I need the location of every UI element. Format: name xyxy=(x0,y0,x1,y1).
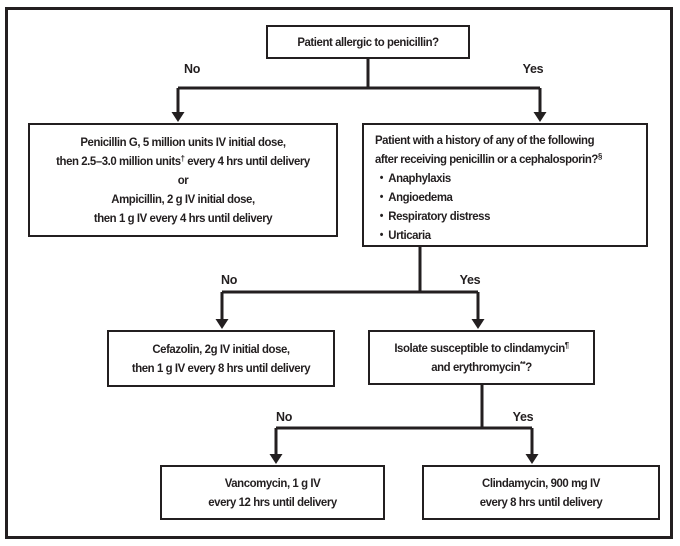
branch1-connector xyxy=(171,59,547,122)
bullet-item: • Anaphylaxis xyxy=(375,169,629,188)
node-text-line: Clindamycin, 900 mg IV xyxy=(482,475,600,490)
node-text-line: Isolate susceptible to clindamycin¶ xyxy=(394,340,569,355)
bullet-icon: • xyxy=(379,229,384,241)
bullet-icon: • xyxy=(379,191,384,203)
bullet-item: • Respiratory distress xyxy=(375,207,629,226)
branch1-no-label: No xyxy=(183,62,201,76)
bullet-text: Anaphylaxis xyxy=(388,171,451,185)
branch3-yes-label: Yes xyxy=(512,410,534,424)
branch3-connector xyxy=(269,385,539,464)
node-text-line: or xyxy=(177,172,189,187)
node-text-line: Patient with a history of any of the fol… xyxy=(375,133,595,147)
bullet-text: Angioedema xyxy=(388,190,453,204)
node-text-line: Penicillin G, 5 million units IV initial… xyxy=(80,134,286,149)
branch1-yes-label: Yes xyxy=(522,62,544,76)
node-penicillin-regimen: Penicillin G, 5 million units IV initial… xyxy=(28,123,338,237)
node-cefazolin-regimen: Cefazolin, 2g IV initial dose, then 1 g … xyxy=(107,330,335,387)
node-text-line: Cefazolin, 2g IV initial dose, xyxy=(152,341,290,356)
node-vancomycin-regimen: Vancomycin, 1 g IV every 12 hrs until de… xyxy=(160,465,385,520)
branch2-yes-label: Yes xyxy=(459,273,481,287)
node-text-line: Vancomycin, 1 g IV xyxy=(224,475,321,490)
branch2-connector xyxy=(215,247,485,329)
bullet-text: Respiratory distress xyxy=(388,209,491,223)
branch3-no-label: No xyxy=(275,410,293,424)
bullet-icon: • xyxy=(379,172,384,184)
node-text-line: then 1 g IV every 8 hrs until delivery xyxy=(131,360,311,375)
node-text-line: after receiving penicillin or a cephalos… xyxy=(375,152,602,166)
bullet-text: Urticaria xyxy=(388,228,431,242)
figure-border xyxy=(5,7,673,539)
bullet-icon: • xyxy=(379,210,384,222)
node-text-line: then 1 g IV every 4 hrs until delivery xyxy=(93,210,273,225)
node-text-line: then 2.5–3.0 million units† every 4 hrs … xyxy=(56,153,310,168)
node-patient-allergic-question: Patient allergic to penicillin? xyxy=(266,25,470,59)
node-text-line: and erythromycin**? xyxy=(431,359,532,374)
decision-text: Patient allergic to penicillin? xyxy=(297,34,439,49)
node-clindamycin-regimen: Clindamycin, 900 mg IV every 8 hrs until… xyxy=(422,465,660,520)
bullet-item: • Urticaria xyxy=(375,226,629,245)
node-history-question: Patient with a history of any of the fol… xyxy=(362,123,648,247)
node-text-line: every 8 hrs until delivery xyxy=(479,494,603,509)
branch2-no-label: No xyxy=(220,273,238,287)
bullet-item: • Angioedema xyxy=(375,188,629,207)
node-text-line: Ampicillin, 2 g IV initial dose, xyxy=(111,191,255,206)
node-isolate-susceptibility-question: Isolate susceptible to clindamycin¶ and … xyxy=(368,330,595,385)
node-text-line: every 12 hrs until delivery xyxy=(208,494,337,509)
